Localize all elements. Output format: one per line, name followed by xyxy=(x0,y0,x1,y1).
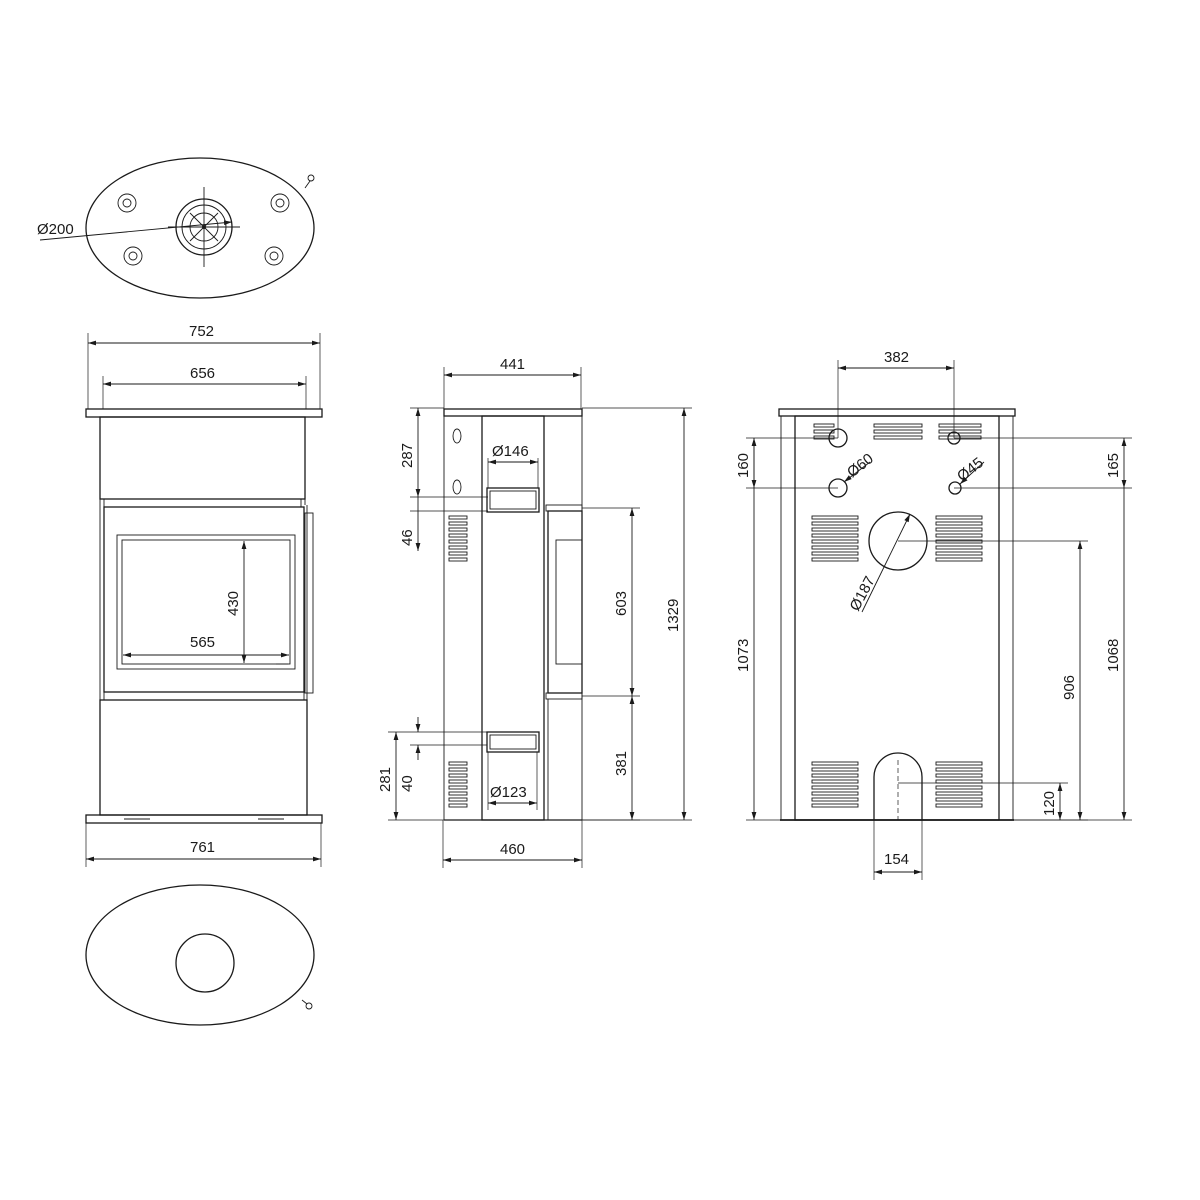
dim-side-40: 40 xyxy=(399,775,416,792)
side-air-box xyxy=(486,731,540,753)
front-glass-frame xyxy=(116,534,296,670)
dim-side-603: 603 xyxy=(613,591,630,616)
dim-front-430: 430 xyxy=(225,591,242,616)
side-vents-lower xyxy=(448,761,468,808)
dim-side-146: Ø146 xyxy=(492,443,529,460)
rear-view: 382 160 165 Ø60 Ø45 Ø187 1073 906 1068 xyxy=(735,349,1132,880)
bottom-view xyxy=(85,884,315,1026)
dim-rear-1073: 1073 xyxy=(735,639,752,672)
dim-rear-165: 165 xyxy=(1105,453,1122,478)
front-glass xyxy=(121,539,291,665)
dim-rear-154: 154 xyxy=(884,851,909,868)
rear-vents-top xyxy=(813,423,982,440)
front-view: 752 656 430 565 761 xyxy=(85,323,323,867)
dim-rear-187: Ø187 xyxy=(847,573,879,613)
top-view-outline xyxy=(85,157,315,299)
dim-front-761: 761 xyxy=(190,839,215,856)
dim-rear-60: Ø60 xyxy=(844,450,877,481)
rear-air-intake xyxy=(873,752,923,820)
dim-rear-160: 160 xyxy=(735,453,752,478)
dim-top-flue: Ø200 xyxy=(37,221,74,238)
dim-side-281: 281 xyxy=(377,767,394,792)
dim-rear-45: Ø45 xyxy=(954,454,987,485)
rear-vents-middle xyxy=(811,515,983,562)
dim-side-381: 381 xyxy=(613,751,630,776)
dim-rear-120: 120 xyxy=(1041,791,1058,816)
dim-front-656: 656 xyxy=(190,365,215,382)
dim-side-460: 460 xyxy=(500,841,525,858)
dim-side-441: 441 xyxy=(500,356,525,373)
dim-front-752: 752 xyxy=(189,323,214,340)
side-central-column xyxy=(481,415,545,821)
top-view: Ø200 xyxy=(37,157,315,299)
dim-rear-382: 382 xyxy=(884,349,909,366)
side-flue-top-box xyxy=(486,487,540,513)
dim-rear-1068: 1068 xyxy=(1105,639,1122,672)
dim-rear-906: 906 xyxy=(1061,675,1078,700)
dim-side-1329: 1329 xyxy=(665,599,682,632)
bottom-air-opening xyxy=(175,933,235,993)
dim-side-287: 287 xyxy=(399,443,416,468)
side-view: 441 Ø146 287 46 603 381 1329 281 xyxy=(377,356,692,868)
rear-vents-bottom xyxy=(811,761,983,808)
dim-front-565: 565 xyxy=(190,634,215,651)
top-bolts xyxy=(117,193,290,266)
side-vents-upper xyxy=(448,515,468,562)
bottom-view-outline xyxy=(85,884,315,1026)
bottom-handle-icon xyxy=(305,1002,313,1010)
dim-side-123: Ø123 xyxy=(490,784,527,801)
dim-side-46: 46 xyxy=(399,529,416,546)
top-handle-icon xyxy=(307,174,315,182)
